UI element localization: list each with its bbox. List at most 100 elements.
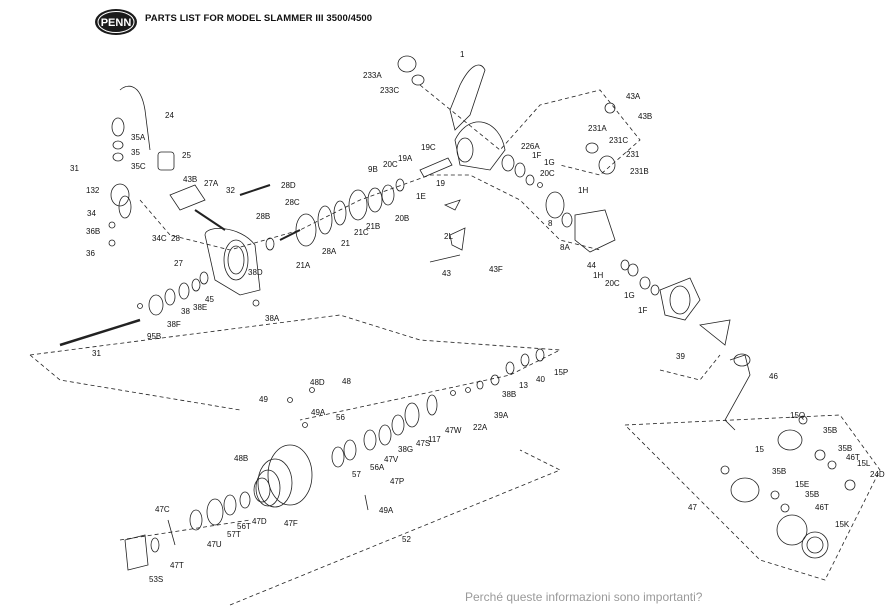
part-callout: 47D xyxy=(252,517,267,526)
part-callout: 15L xyxy=(857,459,871,468)
part-callout: 38A xyxy=(265,314,280,323)
part-callout: 38D xyxy=(248,268,263,277)
part-callout: 15 xyxy=(755,445,764,454)
part-callout: 21C xyxy=(354,228,369,237)
part-callout: 39A xyxy=(494,411,509,420)
part-callout: 45 xyxy=(205,295,214,304)
part-callout: 35B xyxy=(823,426,837,435)
part-callout: 31 xyxy=(70,164,79,173)
part-callout: 35A xyxy=(131,133,146,142)
part-callout: 15K xyxy=(835,520,850,529)
part-callout: 231C xyxy=(609,136,628,145)
part-callout: 231B xyxy=(630,167,649,176)
part-callout: 27A xyxy=(204,179,219,188)
part-callout: 57T xyxy=(227,530,241,539)
part-callout: 1G xyxy=(624,291,635,300)
part-callout: 21 xyxy=(341,239,350,248)
part-callout: 28 xyxy=(171,234,180,243)
part-callout: 19 xyxy=(436,179,445,188)
part-callout: 47C xyxy=(155,505,170,514)
part-callout: 35B xyxy=(772,467,786,476)
part-callout: 15P xyxy=(554,368,568,377)
part-callout: 1E xyxy=(416,192,426,201)
part-callout: 52 xyxy=(402,535,411,544)
part-callout: 47S xyxy=(416,439,430,448)
part-callout: 32 xyxy=(226,186,235,195)
part-callout: 40 xyxy=(536,375,545,384)
part-callout: 31 xyxy=(92,349,101,358)
part-callout: 35B xyxy=(838,444,852,453)
part-callout: 47 xyxy=(688,503,697,512)
part-callout: 44 xyxy=(587,261,596,270)
part-callout: 43B xyxy=(183,175,197,184)
part-callout: 36 xyxy=(86,249,95,258)
part-callout: 38F xyxy=(167,320,181,329)
part-callout: 49A xyxy=(311,408,326,417)
part-callout: 47U xyxy=(207,540,222,549)
part-callout: 53S xyxy=(149,575,163,584)
part-callout: 48 xyxy=(342,377,351,386)
part-callout: 8 xyxy=(548,219,553,228)
part-callout: 43F xyxy=(489,265,503,274)
part-callout: 21B xyxy=(366,222,380,231)
part-callout: 47F xyxy=(284,519,298,528)
part-callout: 49A xyxy=(379,506,394,515)
part-callout: 34C xyxy=(152,234,167,243)
part-callout: 48B xyxy=(234,454,248,463)
part-callout: 1F xyxy=(638,306,647,315)
penn-logo: PENN xyxy=(94,8,138,36)
part-callout: 47T xyxy=(170,561,184,570)
part-callout: 24D xyxy=(870,470,885,479)
part-callout: 39 xyxy=(676,352,685,361)
part-callout: 28B xyxy=(256,212,270,221)
info-link[interactable]: Perché queste informazioni sono importan… xyxy=(465,590,703,604)
part-callout: 233A xyxy=(363,71,382,80)
part-callout: 132 xyxy=(86,186,100,195)
part-callout: 35B xyxy=(805,490,819,499)
part-callout: 21A xyxy=(296,261,311,270)
part-callout: 15E xyxy=(795,480,809,489)
part-callout: 1H xyxy=(593,271,603,280)
part-callout: 20B xyxy=(395,214,409,223)
part-callout: 25 xyxy=(182,151,191,160)
page-title: PARTS LIST FOR MODEL SLAMMER III 3500/45… xyxy=(145,13,373,24)
part-callout: 13 xyxy=(519,381,528,390)
part-callout: 47V xyxy=(384,455,399,464)
part-callout: 49 xyxy=(259,395,268,404)
part-callout: 22A xyxy=(473,423,488,432)
part-callout: 20C xyxy=(605,279,620,288)
part-callout: 46T xyxy=(815,503,829,512)
part-callout: 36B xyxy=(86,227,100,236)
part-callout: 34 xyxy=(87,209,96,218)
part-callout: 47P xyxy=(390,477,404,486)
part-callout: 38 xyxy=(181,307,190,316)
part-callout: 231 xyxy=(626,150,640,159)
part-callout: 233C xyxy=(380,86,399,95)
part-callout: 226A xyxy=(521,142,540,151)
part-callout: 20C xyxy=(540,169,555,178)
part-callout: 28A xyxy=(322,247,337,256)
part-callout: 2L xyxy=(444,232,453,241)
part-callout: 15Q xyxy=(790,411,805,420)
part-callout: 43A xyxy=(626,92,641,101)
part-callout: 1G xyxy=(544,158,555,167)
part-callout: 28C xyxy=(285,198,300,207)
part-callout: 24 xyxy=(165,111,174,120)
part-callout: 95B xyxy=(147,332,161,341)
part-callout: 27 xyxy=(174,259,183,268)
part-callout: 38E xyxy=(193,303,207,312)
part-callout: 117 xyxy=(428,435,441,444)
part-callout: 56T xyxy=(237,522,251,531)
part-callout: 57 xyxy=(352,470,361,479)
part-callout: 56 xyxy=(336,413,345,422)
brand-text: PENN xyxy=(101,17,132,29)
part-callout: 1F xyxy=(532,151,541,160)
part-callout: 48D xyxy=(310,378,325,387)
part-callout: 43B xyxy=(638,112,652,121)
part-callout: 38B xyxy=(502,390,516,399)
part-callout: 43 xyxy=(442,269,451,278)
part-callout: 1H xyxy=(578,186,588,195)
part-callout: 19A xyxy=(398,154,413,163)
part-callout: 35 xyxy=(131,148,140,157)
part-callout: 47W xyxy=(445,426,462,435)
